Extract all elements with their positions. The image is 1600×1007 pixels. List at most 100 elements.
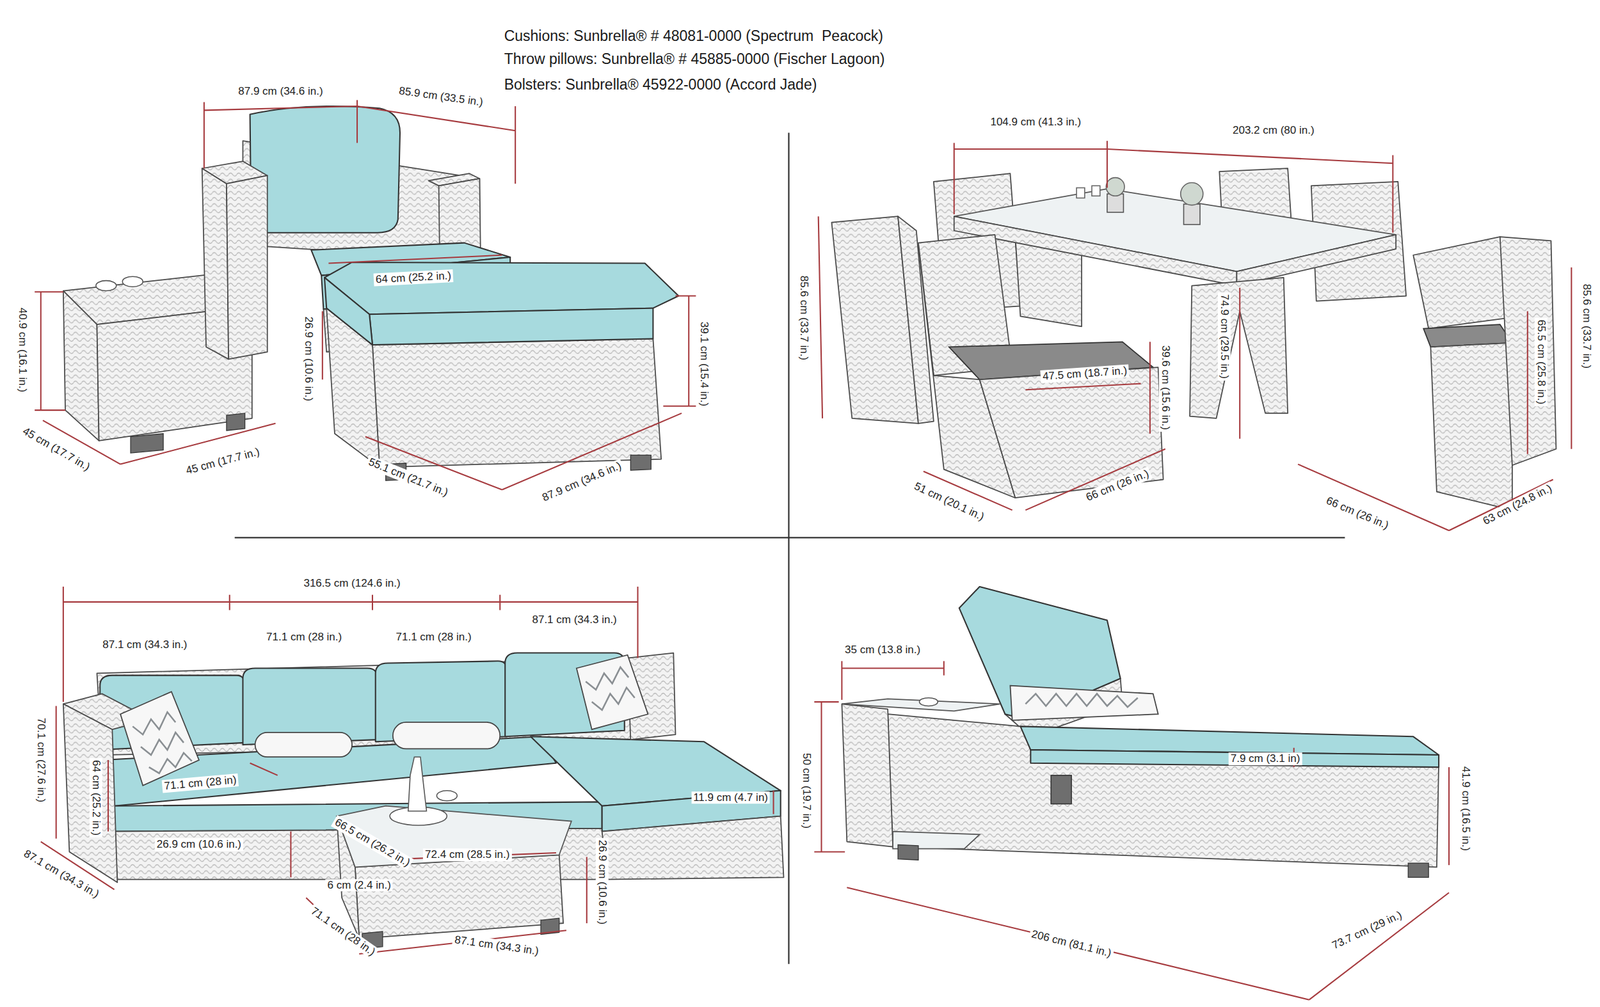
dimension-line bbox=[814, 851, 845, 853]
side-table bbox=[96, 280, 117, 292]
dimension-label: 72.4 cm (28.5 in.) bbox=[423, 848, 512, 862]
dimension-label: 11.9 cm (4.7 in) bbox=[691, 791, 770, 805]
dining-table bbox=[1236, 234, 1396, 287]
dimension-line bbox=[1025, 449, 1165, 511]
dimension-line bbox=[1570, 267, 1572, 450]
coffee-table bbox=[336, 757, 572, 950]
dimension-label: 104.9 cm (41.3 in.) bbox=[988, 116, 1083, 130]
chaise-lounge bbox=[897, 844, 919, 861]
dimension-label: 66.5 cm (26.2 in.) bbox=[330, 815, 415, 871]
dimension-label: 26.9 cm (10.6 in.) bbox=[302, 314, 315, 404]
dining-chair bbox=[1500, 236, 1557, 466]
dimension-line bbox=[62, 586, 64, 703]
chaise-lounge bbox=[1408, 863, 1429, 878]
armchair bbox=[226, 175, 268, 360]
dimension-label: 40.9 cm (16.1 in.) bbox=[16, 305, 29, 395]
divider-line bbox=[787, 132, 790, 964]
dimension-line bbox=[953, 142, 955, 215]
chaise-lounge bbox=[841, 586, 1439, 878]
dimension-line bbox=[841, 667, 944, 669]
dimension-label: 87.1 cm (34.3 in.) bbox=[529, 614, 619, 628]
dimension-label: 51 cm (20.1 in.) bbox=[910, 479, 988, 525]
dining-chair bbox=[1430, 343, 1513, 511]
dimension-line bbox=[55, 705, 57, 839]
dimension-label: 87.1 cm (34.3 in.) bbox=[100, 638, 189, 652]
chaise-lounge bbox=[1009, 686, 1158, 721]
dining-table bbox=[1183, 204, 1200, 225]
dimension-line bbox=[250, 763, 278, 776]
dimension-line bbox=[40, 291, 42, 411]
dimension-line bbox=[321, 311, 324, 380]
dining-table bbox=[1105, 177, 1125, 197]
sofa bbox=[392, 722, 500, 749]
sofa bbox=[576, 655, 649, 730]
dimension-label: 39.6 cm (15.6 in.) bbox=[1159, 343, 1172, 432]
dining-table bbox=[1091, 185, 1101, 196]
coffee-table bbox=[408, 757, 427, 812]
dining-table bbox=[1076, 188, 1085, 199]
dimension-label: 85.6 cm (33.7 in.) bbox=[1580, 282, 1593, 371]
fabric-note: Cushions: Sunbrella® # 48081-0000 (Spect… bbox=[504, 27, 884, 45]
sofa bbox=[592, 688, 635, 711]
dimension-line bbox=[289, 832, 292, 879]
sofa bbox=[63, 704, 118, 883]
dimension-label: 71.1 cm (28 in.) bbox=[394, 631, 474, 645]
dimension-line bbox=[1239, 288, 1241, 440]
dimension-line bbox=[943, 661, 945, 676]
side-table bbox=[122, 276, 143, 287]
dimension-line bbox=[954, 149, 1394, 164]
dimension-line bbox=[818, 140, 1572, 531]
side-table bbox=[226, 413, 246, 431]
ottoman bbox=[324, 277, 373, 345]
chaise-lounge bbox=[887, 714, 1439, 868]
dining-table bbox=[1107, 193, 1124, 213]
chaise-lounge bbox=[1025, 693, 1138, 708]
ottoman bbox=[324, 262, 679, 481]
dimension-line bbox=[688, 296, 690, 407]
dimension-label: 65.5 cm (25.8 in.) bbox=[1534, 318, 1548, 407]
side-table bbox=[63, 291, 100, 441]
dimension-label: 70.1 cm (27.6 in.) bbox=[34, 716, 48, 805]
chaise-lounge bbox=[919, 698, 939, 707]
dimension-label: 63 cm (24.8 in.) bbox=[1479, 481, 1556, 529]
dimension-line bbox=[1025, 384, 1141, 391]
dimension-label: 74.9 cm (29.5 in.) bbox=[1217, 292, 1231, 381]
dimension-line bbox=[1392, 155, 1394, 233]
sofa bbox=[530, 736, 781, 806]
dimension-label: 55.1 cm (21.7 in.) bbox=[364, 455, 452, 500]
dimension-label: 71.1 cm (28 in) bbox=[161, 774, 239, 794]
dimension-label: 45 cm (17.7 in.) bbox=[182, 444, 263, 478]
dimension-label: 73.7 cm (29 in.) bbox=[1328, 908, 1407, 953]
dimension-label: 6 cm (2.4 in.) bbox=[325, 879, 393, 893]
ottoman bbox=[630, 455, 651, 471]
chaise-lounge bbox=[841, 704, 893, 847]
dimension-line bbox=[107, 760, 109, 832]
dimension-label: 85.9 cm (33.5 in.) bbox=[396, 84, 486, 110]
sofa bbox=[140, 732, 184, 756]
dimension-label: 87.1 cm (34.3 in.) bbox=[452, 933, 543, 959]
dimension-line bbox=[203, 102, 205, 169]
side-table bbox=[130, 433, 164, 454]
dimension-label: 26.9 cm (10.6 in.) bbox=[595, 838, 609, 927]
chaise-lounge bbox=[1050, 775, 1072, 805]
dimension-label: 39.1 cm (15.4 in.) bbox=[697, 320, 711, 409]
dimension-line bbox=[1149, 341, 1151, 434]
fabric-note: Bolsters: Sunbrella® 45922-0000 (Accord … bbox=[504, 76, 818, 93]
ottoman bbox=[324, 262, 679, 315]
dimension-line bbox=[34, 291, 64, 293]
dimension-line bbox=[840, 661, 843, 701]
sofa bbox=[149, 753, 192, 774]
chaise-lounge bbox=[1030, 750, 1439, 768]
dimension-line bbox=[34, 409, 66, 411]
fabric-note: Throw pillows: Sunbrella® # 45885-0000 (… bbox=[504, 50, 886, 68]
divider-line bbox=[234, 536, 1346, 539]
dimension-line bbox=[818, 216, 823, 419]
ottoman bbox=[369, 308, 653, 345]
dimension-label: 87.9 cm (34.6 in.) bbox=[236, 85, 325, 99]
dimension-line bbox=[357, 106, 516, 131]
dimension-label: 64 cm (25.2 in.) bbox=[89, 758, 103, 838]
dimension-label: 71.1 cm (28 in.) bbox=[306, 903, 379, 960]
dimension-label: 47.5 cm (18.7 in.) bbox=[1040, 364, 1129, 383]
dimension-line bbox=[675, 295, 696, 297]
